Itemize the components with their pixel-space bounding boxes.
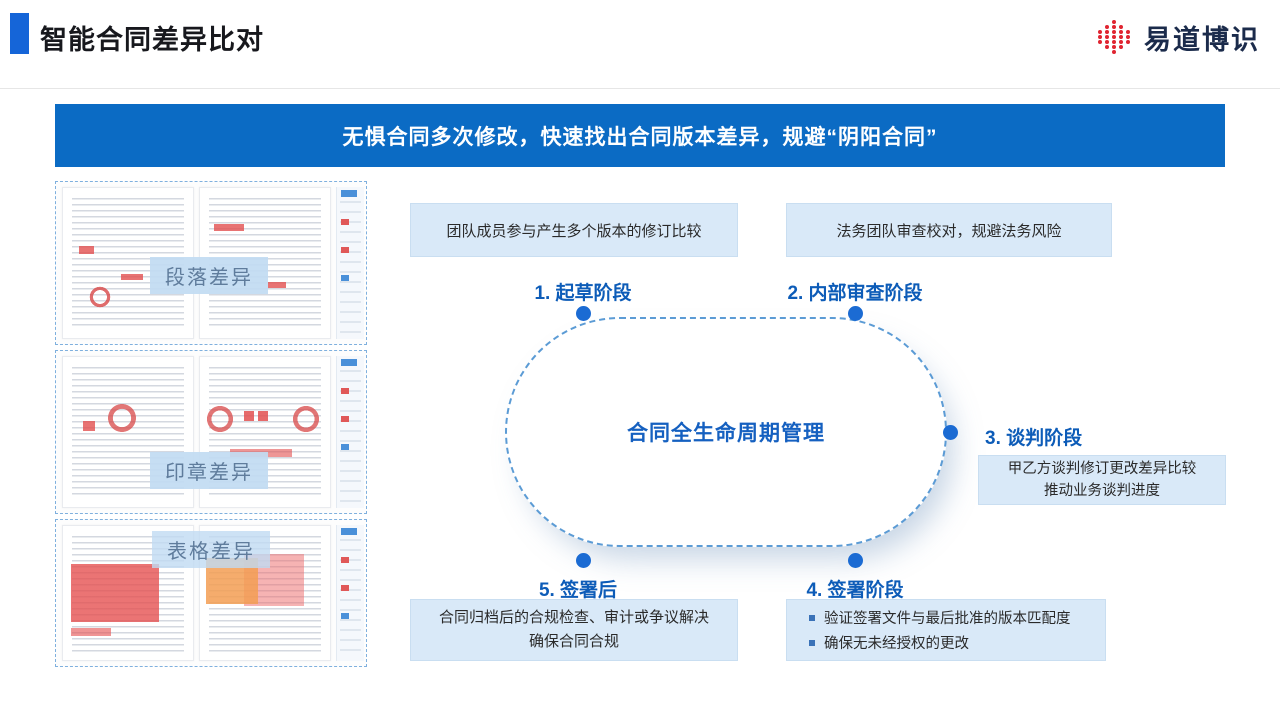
- document-page: [199, 187, 331, 339]
- document-page: [62, 356, 194, 508]
- compare-panel: [336, 356, 364, 508]
- stage-label-signing: 4. 签署阶段: [806, 580, 904, 601]
- stage-dot-1: [576, 306, 591, 321]
- brand-logo-icon: [1098, 20, 1130, 54]
- note-negotiation-line2: 推动业务谈判进度: [1044, 483, 1160, 499]
- thumbnail-seal-diff: [55, 350, 367, 514]
- brand-logo: 易道博识: [1094, 16, 1260, 58]
- title-accent-bar: [10, 13, 29, 54]
- banner-text: 无惧合同多次修改，快速找出合同版本差异，规避“阴阳合同”: [342, 125, 938, 149]
- note-negotiation-line1: 甲乙方谈判修订更改差异比较: [1007, 460, 1197, 477]
- stage-label-draft: 1. 起草阶段: [534, 283, 632, 304]
- note-negotiation: 甲乙方谈判修订更改差异比较 推动业务谈判进度: [978, 455, 1226, 505]
- bullet-square-icon: [809, 639, 815, 646]
- stage-dot-5: [576, 553, 591, 568]
- note-internal-review: 法务团队审查校对，规避法务风险: [786, 203, 1112, 257]
- note-signing: 验证签署文件与最后批准的版本匹配度 确保无未经授权的更改: [786, 599, 1106, 661]
- page-title: 智能合同差异比对: [40, 25, 264, 55]
- note-internal-review-text: 法务团队审查校对，规避法务风险: [836, 222, 1062, 240]
- compare-panel: [336, 525, 364, 661]
- label-seal-diff: 印章差异: [150, 452, 268, 489]
- label-paragraph-diff: 段落差异: [150, 257, 268, 294]
- note-post-signing: 合同归档后的合规检查、审计或争议解决 确保合同合规: [410, 599, 738, 661]
- banner: 无惧合同多次修改，快速找出合同版本差异，规避“阴阳合同”: [55, 104, 1225, 167]
- stage-dot-4: [848, 553, 863, 568]
- bullet-square-icon: [809, 614, 815, 621]
- stage-label-internal-review: 2. 内部审查阶段: [787, 283, 923, 304]
- note-signing-bullet-1-text: 验证签署文件与最后批准的版本匹配度: [824, 611, 1071, 627]
- note-post-signing-line2: 确保合同合规: [528, 633, 619, 650]
- note-draft: 团队成员参与产生多个版本的修订比较: [410, 203, 738, 257]
- note-signing-bullet-2: 确保无未经授权的更改: [809, 632, 969, 653]
- stage-label-negotiation: 3. 谈判阶段: [985, 428, 1083, 449]
- compare-panel: [336, 187, 364, 339]
- label-table-diff: 表格差异: [152, 531, 270, 568]
- stage-label-post-signing: 5. 签署后: [538, 580, 618, 601]
- note-signing-bullet-2-text: 确保无未经授权的更改: [824, 636, 969, 652]
- note-signing-bullet-1: 验证签署文件与最后批准的版本匹配度: [809, 607, 1071, 628]
- note-post-signing-line1: 合同归档后的合规检查、审计或争议解决: [438, 609, 709, 626]
- lifecycle-center-label: 合同全生命周期管理: [627, 422, 825, 445]
- note-draft-text: 团队成员参与产生多个版本的修订比较: [446, 222, 702, 240]
- lifecycle-stadium: 合同全生命周期管理: [505, 317, 947, 547]
- stage-dot-2: [848, 306, 863, 321]
- stage-dot-3: [943, 425, 958, 440]
- brand-logo-text: 易道博识: [1144, 24, 1260, 55]
- header-divider: [0, 88, 1280, 89]
